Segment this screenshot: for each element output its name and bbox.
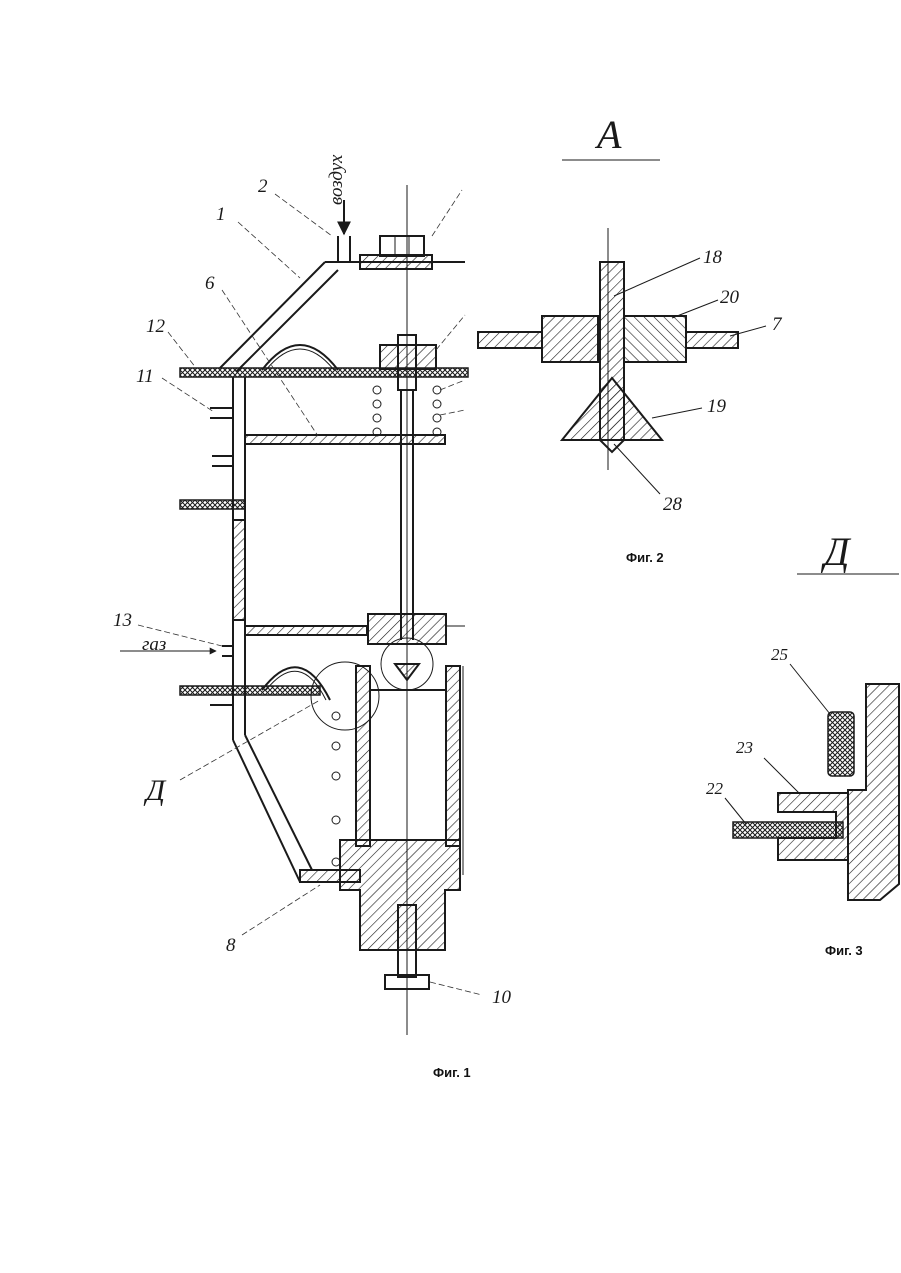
fig3-caption: Фиг. 3: [825, 943, 863, 958]
fig1-label-11: 11: [136, 366, 154, 387]
fig2-view-letter: А: [594, 112, 622, 157]
fig1-label-8: 8: [226, 935, 236, 956]
fig1-left-wall-lower-hatch: [233, 520, 245, 620]
fig1-conical-top-wall: [220, 262, 325, 368]
fig2-label-20: 20: [720, 287, 740, 308]
fig1-leader-12: [168, 332, 196, 368]
fig1-cup-outer-right: [446, 666, 460, 846]
fig1-lower-spring: [332, 712, 340, 866]
fig1-section-mark: Д: [143, 774, 167, 807]
fig3-wall: [848, 684, 899, 900]
fig3-leader-25: [790, 664, 830, 714]
fig1-middle-flange: [180, 500, 245, 509]
fig1-leader-8: [242, 885, 320, 935]
fig1-label-6: 6: [205, 273, 215, 294]
fig3-label-22: 22: [706, 779, 724, 798]
fig2-leader-28: [614, 444, 660, 494]
fig3-label-25: 25: [771, 645, 788, 664]
fig1-partition-plate: [245, 435, 445, 444]
fig2-bushing-20-left: [542, 316, 598, 362]
fig2-cone-19: [562, 378, 662, 440]
fig1-label-10: 10: [492, 987, 512, 1008]
fig1-caption: Фиг. 1: [433, 1065, 471, 1080]
fig1-lower-partition: [245, 626, 367, 635]
fig3-leader-22: [725, 798, 746, 824]
fig3-membrane-22: [733, 822, 843, 838]
fig1-inlet-label: воздух: [326, 154, 347, 205]
fig2-label-28: 28: [663, 494, 683, 515]
fig1-top-bolt: [380, 236, 424, 256]
fig3-view-letter: Д: [820, 529, 852, 574]
fig3-leader-23: [764, 758, 800, 794]
fig2-label-18: 18: [703, 247, 723, 268]
fig1-top-plate: [360, 255, 432, 269]
fig1-leader-6: [222, 290, 318, 436]
fig1-leader-d: [180, 700, 320, 780]
figure-3: Д 25 23 22 Фиг. 3: [706, 529, 899, 958]
fig1-lower-hub: [368, 614, 446, 644]
fig2-plate-7-right: [686, 332, 738, 348]
fig1-leader-2: [275, 194, 332, 236]
fig1-label-12: 12: [146, 316, 166, 337]
fig1-leader-11: [162, 378, 214, 412]
figure-1: 1 2 6 8 10 11 12 13 воздух газ Д Фиг. 1: [113, 154, 512, 1080]
fig1-conical-bottom-wall: [233, 740, 300, 882]
fig3-seal-25: [828, 712, 854, 776]
fig1-lower-flange: [180, 686, 320, 695]
fig1-bottom-block: [340, 840, 460, 950]
fig2-label-7: 7: [772, 314, 783, 335]
fig1-leader-1: [238, 222, 300, 278]
fig3-label-23: 23: [736, 738, 753, 757]
fig2-leader-19: [652, 408, 702, 418]
fig2-caption: Фиг. 2: [626, 550, 664, 565]
fig2-plate-7-left: [478, 332, 542, 348]
fig2-label-19: 19: [707, 396, 727, 417]
fig2-bushing-20-right: [624, 316, 686, 362]
fig1-label-13: 13: [113, 610, 132, 631]
fig2-leader-18: [614, 258, 700, 296]
fig1-gas-label: газ: [142, 634, 166, 655]
fig1-label-1: 1: [216, 204, 226, 225]
fig1-cup-inner: [370, 690, 446, 840]
fig1-label-2: 2: [258, 176, 268, 197]
fig2-leader-20: [672, 300, 718, 318]
fig1-valve-seat: [380, 345, 436, 369]
fig1-cup-outer-left: [356, 666, 370, 846]
figure-2: А 18 20 7 19 28 Фиг. 2: [478, 112, 783, 565]
